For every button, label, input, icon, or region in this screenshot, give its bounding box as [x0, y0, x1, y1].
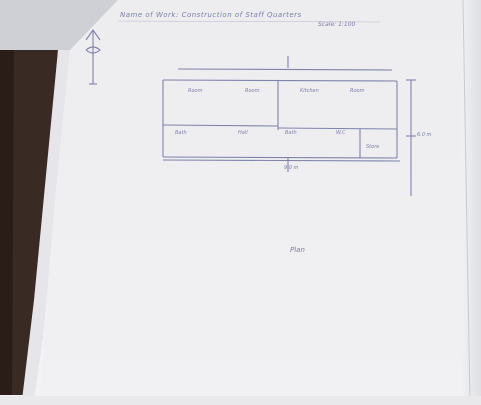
right-dimension-label: 6.0 m [417, 132, 432, 138]
plan-wall-bottom [162, 156, 398, 159]
room-label-8: W.C [336, 130, 346, 136]
sheet-heading-line-2: Scale: 1:100 [318, 21, 356, 28]
folded-corner [0, 0, 118, 50]
drawing-center-note: Plan [290, 246, 305, 254]
room-label-3: Kitchen [300, 88, 319, 94]
bottom-dimension-line [162, 159, 401, 162]
room-label-5: Bath [175, 130, 187, 136]
room-label-2: Room [245, 88, 260, 94]
main-sheet [40, 0, 472, 400]
plan-wall-top [162, 79, 398, 82]
bottom-strip [0, 396, 481, 405]
dark-table-edge [0, 50, 58, 395]
room-label-4: Room [350, 88, 365, 94]
room-label-9: Store [366, 144, 380, 150]
room-label-6: Hall [238, 130, 248, 136]
plan-partition-middle-right [277, 127, 398, 130]
right-sheet-edge [462, 0, 481, 405]
table-shadow [0, 50, 14, 395]
room-label-7: Bath [285, 130, 297, 136]
top-dimension-line [177, 68, 393, 71]
underlying-sheet [22, 50, 70, 400]
heading-underline [117, 20, 381, 23]
plan-partition-middle [162, 124, 279, 127]
sheet-heading-line-1: Name of Work: Construction of Staff Quar… [120, 11, 302, 19]
room-label-1: Room [188, 88, 203, 94]
north-arrow-head [85, 29, 101, 41]
right-sheet-fold [462, 0, 471, 405]
north-arrow-ring [85, 46, 101, 54]
bottom-dimension-label: 9.0 m [284, 165, 299, 171]
